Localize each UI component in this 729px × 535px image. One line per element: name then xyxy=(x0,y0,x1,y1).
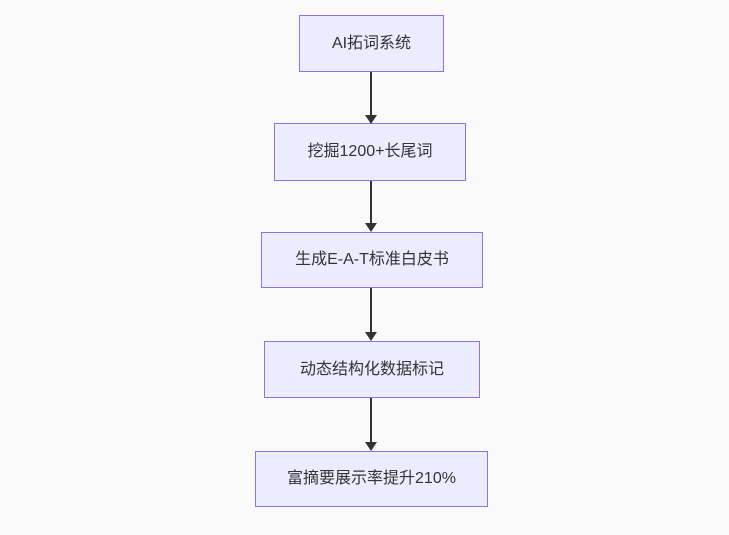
node-label: 动态结构化数据标记 xyxy=(299,360,444,378)
flow-edge-line xyxy=(370,288,372,332)
flowchart-node: 挖掘1200+长尾词 xyxy=(274,123,466,181)
flowchart-node: AI拓词系统 xyxy=(299,15,444,72)
arrow-down-icon xyxy=(365,332,377,341)
arrow-down-icon xyxy=(365,223,377,232)
flow-edge-line xyxy=(370,72,372,116)
flowchart-node: 生成E-A-T标准白皮书 xyxy=(261,232,483,288)
node-label: AI拓词系统 xyxy=(331,34,412,52)
flowchart-node: 富摘要展示率提升210% xyxy=(255,451,488,507)
flow-edge-line xyxy=(370,181,372,223)
flow-edge-line xyxy=(370,398,372,442)
arrow-down-icon xyxy=(365,115,377,124)
arrow-down-icon xyxy=(365,442,377,451)
flowchart-node: 动态结构化数据标记 xyxy=(264,341,480,398)
node-label: 生成E-A-T标准白皮书 xyxy=(295,251,449,269)
node-label: 富摘要展示率提升210% xyxy=(287,470,456,488)
node-label: 挖掘1200+长尾词 xyxy=(307,143,433,161)
